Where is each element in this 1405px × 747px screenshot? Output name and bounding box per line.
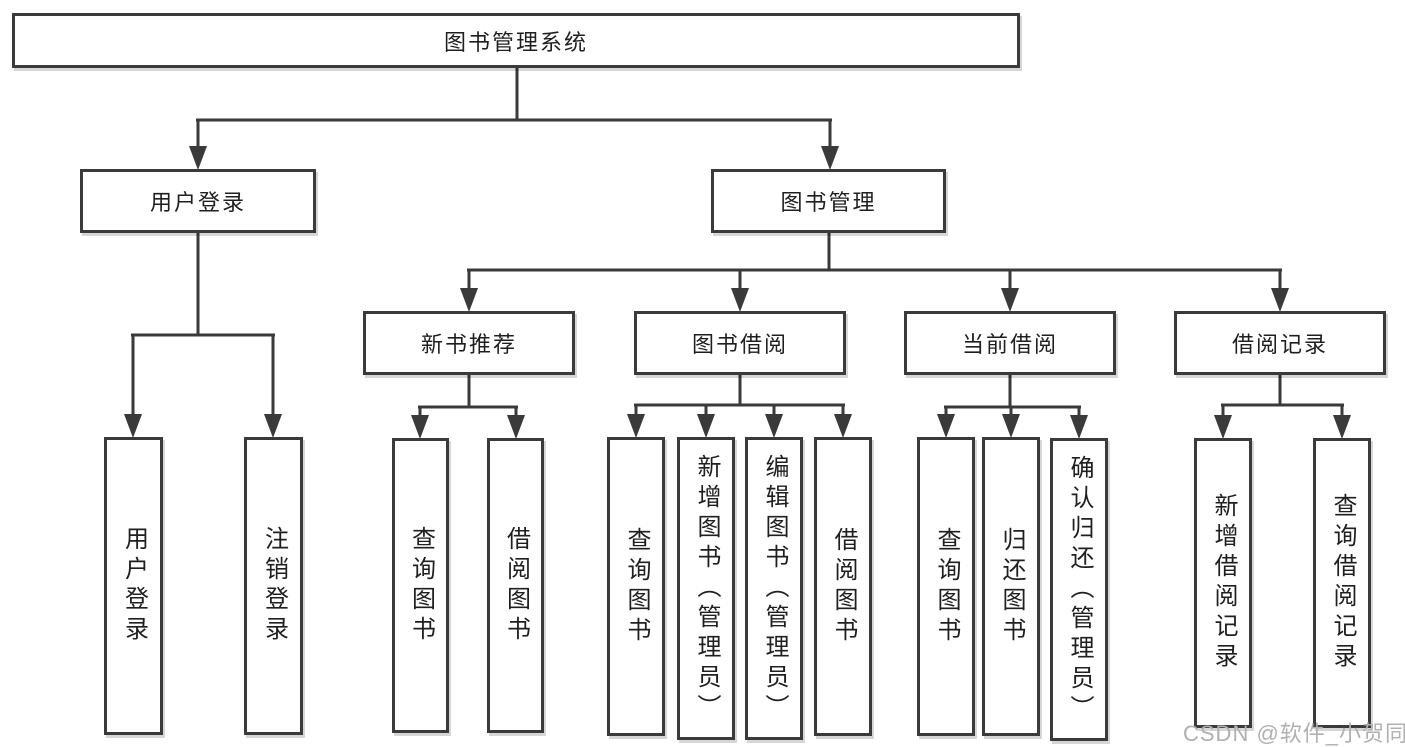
node-current-borrow: 当前借阅 [904,311,1116,375]
leaf-edit-book-admin: 编辑图书（管理员） [745,437,803,740]
node-library-system-label: 图书管理系统 [443,29,588,55]
leaf-query-books-borrow-label: 查询图书 [623,526,650,647]
leaf-logout-label: 注销登录 [260,526,288,646]
node-library-system: 图书管理系统 [12,13,1020,68]
leaf-add-book-admin: 新增图书（管理员） [677,437,735,740]
node-book-management: 图书管理 [711,169,946,233]
leaf-confirm-return-admin: 确认归还（管理员） [1050,438,1108,741]
node-book-management-label: 图书管理 [780,190,877,215]
connector-borrow-records-to-leaves [1214,375,1351,439]
leaf-query-books-borrow: 查询图书 [607,437,665,736]
leaf-query-borrow-record: 查询借阅记录 [1313,438,1371,728]
connector-root-to-level2 [189,68,839,170]
leaf-query-books-recommend-label: 查询图书 [407,525,435,646]
node-book-borrow: 图书借阅 [634,311,846,375]
leaf-edit-book-admin-label: 编辑图书（管理员） [761,453,788,724]
connector-book-management-to-level3 [460,233,1289,312]
leaf-borrow-books: 借阅图书 [814,437,872,736]
node-borrow-records-label: 借阅记录 [1231,332,1328,357]
leaf-query-borrow-record-label: 查询借阅记录 [1329,493,1356,673]
leaf-return-books-label: 归还图书 [998,526,1025,647]
leaf-add-borrow-record: 新增借阅记录 [1194,438,1252,728]
leaf-query-books-current-label: 查询图书 [933,526,960,647]
node-borrow-records: 借阅记录 [1174,311,1386,375]
leaf-add-book-admin-label: 新增图书（管理员） [693,453,720,724]
connector-user-login-to-leaves [124,233,282,438]
leaf-borrow-books-recommend: 借阅图书 [487,438,544,733]
node-user-login-label: 用户登录 [149,190,246,215]
node-user-login: 用户登录 [80,169,316,233]
leaf-borrow-books-label: 借阅图书 [830,526,857,647]
leaf-query-books-recommend: 查询图书 [392,438,449,733]
leaf-return-books: 归还图书 [982,437,1040,736]
leaf-query-books-current: 查询图书 [917,437,975,736]
connector-current-borrow-to-leaves [937,375,1088,439]
leaf-user-login-label: 用户登录 [120,526,148,646]
leaf-borrow-books-recommend-label: 借阅图书 [502,525,530,646]
connector-new-book-recommend-to-leaves [411,375,525,439]
node-new-book-recommend-label: 新书推荐 [420,332,517,357]
leaf-user-login: 用户登录 [104,437,163,735]
leaf-logout: 注销登录 [244,437,303,735]
node-new-book-recommend: 新书推荐 [363,311,575,375]
leaf-confirm-return-admin-label: 确认归还（管理员） [1066,454,1093,725]
connector-book-borrow-to-leaves [627,375,852,438]
node-current-borrow-label: 当前借阅 [961,332,1058,357]
node-book-borrow-label: 图书借阅 [691,332,788,357]
watermark: CSDN @软件_小贺同学 [1183,721,1405,746]
leaf-add-borrow-record-label: 新增借阅记录 [1210,493,1237,673]
